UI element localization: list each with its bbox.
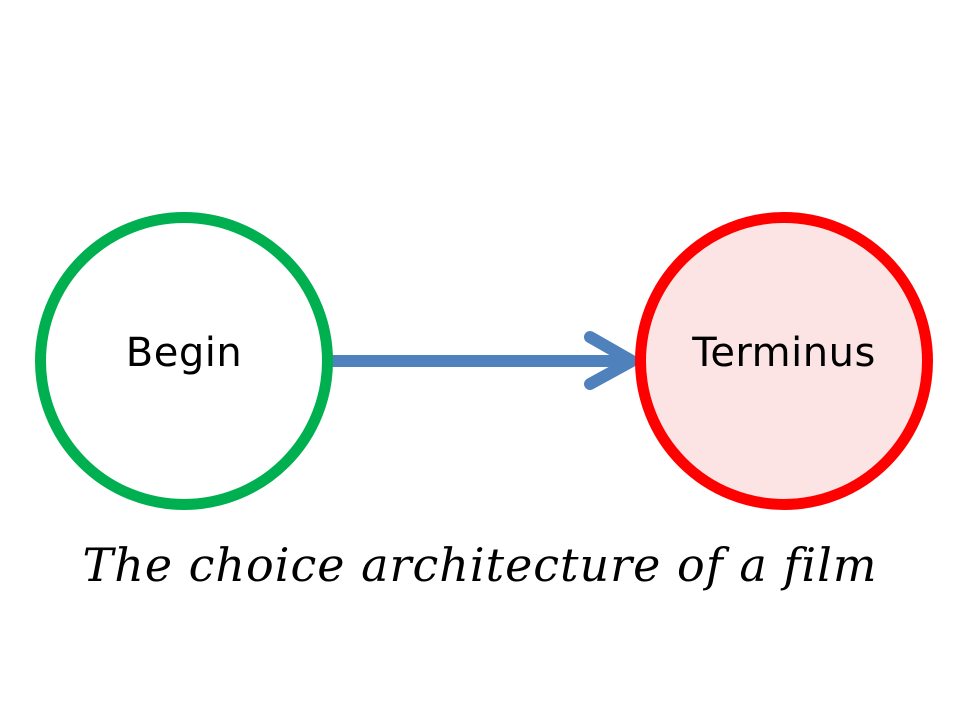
start-node-label: Begin bbox=[125, 330, 243, 376]
flow-arrow-head bbox=[584, 331, 638, 390]
start-node: Begin bbox=[35, 212, 333, 510]
end-node: Terminus bbox=[635, 212, 933, 510]
end-node-label: Terminus bbox=[692, 330, 876, 376]
diagram-caption: The choice architecture of a film bbox=[82, 538, 878, 592]
